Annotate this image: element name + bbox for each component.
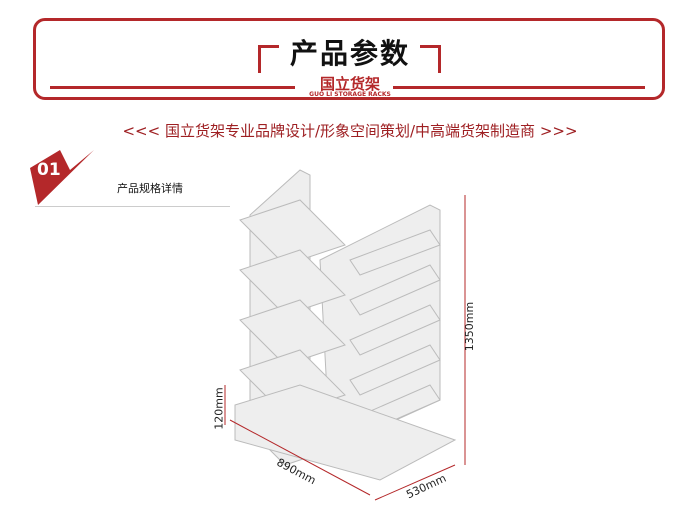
- section-number: 01: [37, 160, 61, 180]
- section-badge: [30, 150, 94, 205]
- dim-base: 120mm: [212, 387, 226, 430]
- brand-logo: 国立货架: [319, 75, 380, 93]
- slogan: <<< 国立货架专业品牌设计/形象空间策划/中高端货架制造商 >>>: [122, 122, 578, 140]
- title-bracket-right: [420, 45, 441, 73]
- divider-left: [50, 86, 295, 89]
- section-label: 产品规格详情: [117, 182, 183, 195]
- divider-right: [393, 86, 645, 89]
- page-title: 产品参数: [289, 37, 410, 70]
- header-frame: [33, 18, 665, 100]
- brand-logo-en: GUO LI STORAGE RACKS: [309, 91, 391, 98]
- title-bracket-left: [258, 45, 279, 73]
- dim-height: 1350mm: [463, 301, 477, 352]
- shelf-product-image: [224, 169, 466, 501]
- section-underline: [35, 206, 230, 207]
